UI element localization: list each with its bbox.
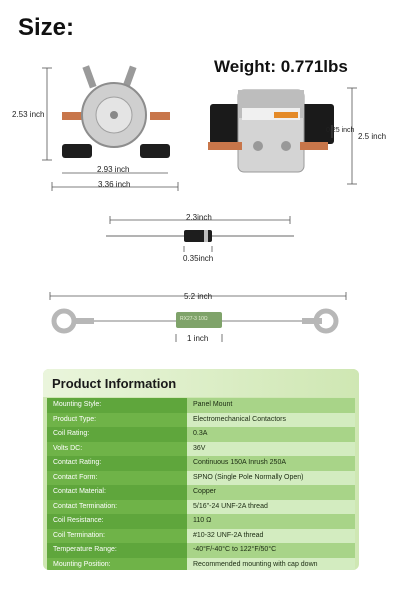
diode-image [106,216,294,252]
solenoid-front-view-image [42,65,179,191]
spec-row: Contact Rating:Continuous 150A Inrush 25… [47,456,355,471]
spec-row: Mounting Style:Panel Mount [47,398,355,413]
spec-label: Mounting Position: [47,557,187,570]
resistor-marking-label: RX27-3 10Ω [180,316,208,322]
spec-label: Volts DC: [47,441,187,456]
right-height-label: 2.5 inch [358,132,387,141]
spec-label: Product Type: [47,412,187,427]
spec-value: 36V [187,441,355,456]
spec-value: 0.3A [187,427,355,442]
spec-label: Contact Rating: [47,456,187,471]
right-stud-label: 0.25 inch [326,127,355,134]
spec-row: Contact Form:SPNO (Single Pole Normally … [47,470,355,485]
spec-value: Recommended mounting with cap down [187,557,355,570]
spec-value: -40°F/-40°C to 122°F/50°C [187,543,355,558]
spec-value: Electromechanical Contactors [187,412,355,427]
spec-label: Temperature Range: [47,543,187,558]
spec-row: Coil Rating:0.3A [47,427,355,442]
spec-label: Contact Form: [47,470,187,485]
spec-row: Temperature Range:-40°F/-40°C to 122°F/5… [47,543,355,558]
spec-label: Contact Termination: [47,499,187,514]
solenoid-side-view-image [208,87,357,185]
spec-label: Coil Termination: [47,528,187,543]
spec-row: Product Type:Electromechanical Contactor… [47,412,355,427]
left-height-label: 2.53 inch [12,110,45,119]
spec-row: Mounting Position:Recommended mounting w… [47,557,355,570]
resistor-image [49,292,347,342]
spec-row: Volts DC:36V [47,441,355,456]
spec-value: Copper [187,485,355,500]
spec-row: Contact Termination:5/16"-24 UNF-2A thre… [47,499,355,514]
weight-title: Weight: 0.771lbs [214,57,348,76]
size-title: Size: [18,14,75,41]
spec-label: Contact Material: [47,485,187,500]
product-information-panel: Product Information Mounting Style:Panel… [43,369,359,570]
product-information-title: Product Information [52,376,177,391]
spec-row: Coil Resistance:110 Ω [47,514,355,529]
diode-body-label: 0.35inch [183,254,214,263]
spec-value: 5/16"-24 UNF-2A thread [187,499,355,514]
spec-value: #10-32 UNF-2A thread [187,528,355,543]
spec-row: Contact Material:Copper [47,485,355,500]
diode-length-label: 2.3inch [186,213,212,222]
spec-label: Coil Resistance: [47,514,187,529]
left-inner-width-label: 2.93 inch [97,165,130,174]
left-outer-width-label: 3.36 inch [98,180,131,189]
spec-label: Mounting Style: [47,398,187,413]
spec-value: Continuous 150A Inrush 250A [187,456,355,471]
resistor-length-label: 5.2 inch [184,292,213,301]
spec-row: Coil Termination:#10-32 UNF-2A thread [47,528,355,543]
product-information-header [43,369,359,397]
resistor-body-label: 1 inch [187,334,209,343]
spec-label: Coil Rating: [47,427,187,442]
spec-value: Panel Mount [187,398,355,413]
spec-value: 110 Ω [187,514,355,529]
spec-value: SPNO (Single Pole Normally Open) [187,470,355,485]
spec-table: Mounting Style:Panel Mount Product Type:… [47,398,355,570]
